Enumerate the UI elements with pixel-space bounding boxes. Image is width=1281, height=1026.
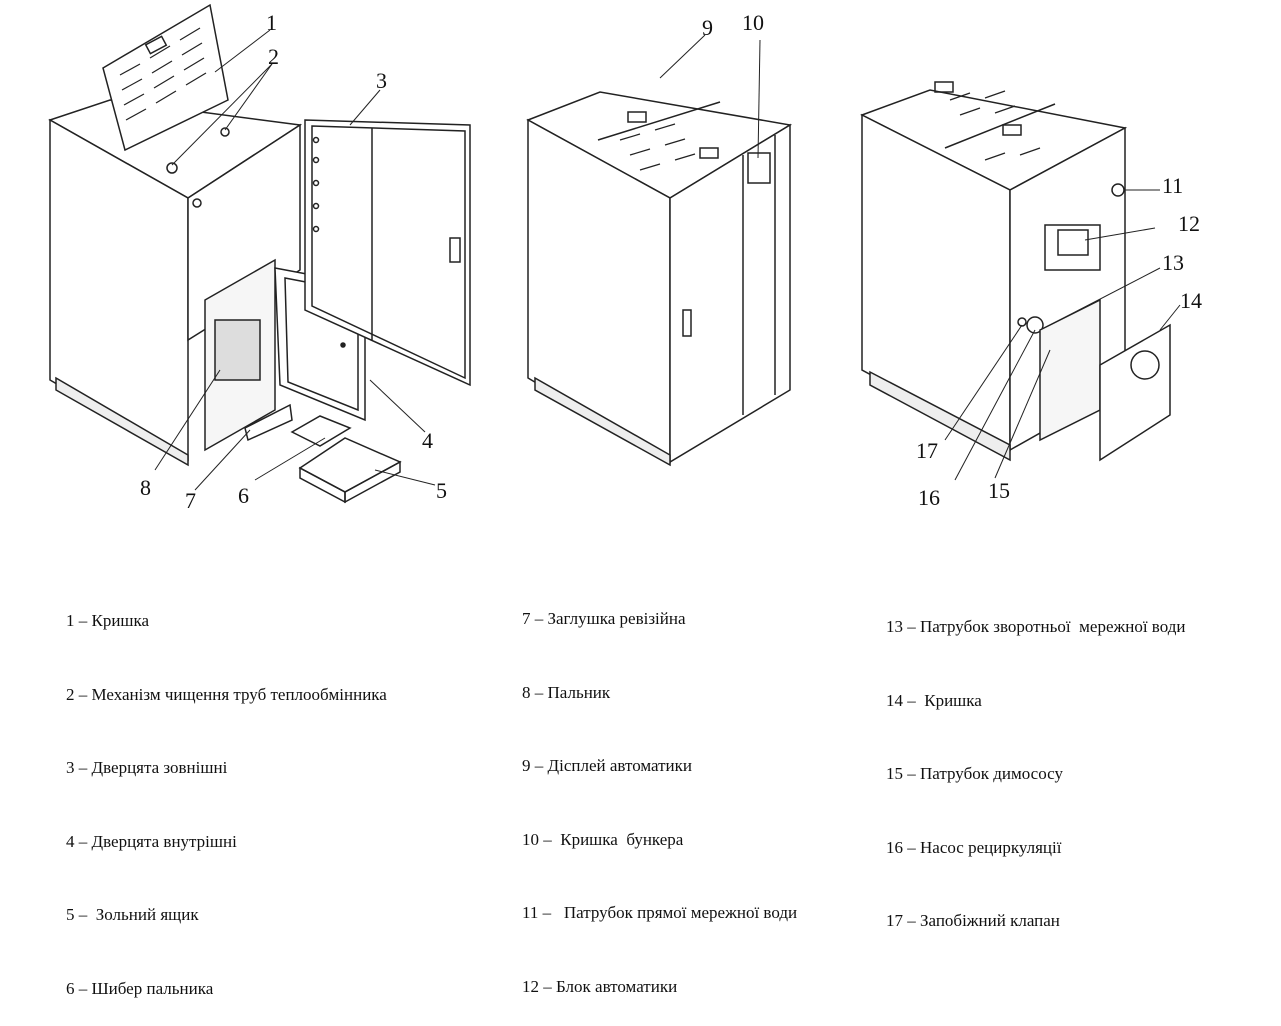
callout-4: 4 [422, 428, 433, 453]
callout-2: 2 [268, 44, 279, 69]
legend-item: 6 – Шибер пальника [66, 978, 214, 998]
legend-item: 17 – Запобіжний клапан [886, 911, 1060, 930]
callout-3: 3 [376, 68, 387, 93]
callout-15: 15 [988, 478, 1010, 503]
burner-damper [290, 415, 352, 447]
legend-column-3: 13 – Патрубок зворотньої мережної води 1… [886, 566, 1185, 958]
legend-item: 15 – Патрубок димососу [886, 764, 1063, 783]
callout-10: 10 [742, 10, 764, 35]
legend-item: 11 – Патрубок прямої мережної води [522, 903, 798, 922]
callout-11: 11 [1162, 173, 1184, 198]
boiler-front-view [526, 34, 793, 467]
callout-8: 8 [140, 475, 151, 500]
lid [102, 3, 229, 152]
outer-door [304, 119, 471, 387]
boiler-open-view [48, 3, 471, 504]
callout-9: 9 [702, 15, 713, 40]
legend-item: 13 – Патрубок зворотньої мережної води [886, 617, 1186, 636]
callout-12: 12 [1178, 211, 1200, 236]
legend-item: 8 – Пальник [522, 682, 611, 702]
rear-cover [1099, 323, 1171, 462]
automatic-display [747, 152, 771, 184]
callout-16: 16 [918, 485, 940, 510]
ash-box [298, 437, 402, 493]
legend-column-2: 7 – Заглушка ревізійна 8 – Пальник 9 – Д… [522, 558, 797, 1024]
callout-13: 13 [1162, 250, 1184, 275]
callout-5: 5 [436, 478, 447, 503]
legend-column-1: 1 – Кришка 2 – Механізм чищення труб теп… [66, 560, 387, 1026]
callout-6: 6 [238, 483, 249, 508]
callout-7: 7 [185, 488, 196, 513]
automation-block [1044, 224, 1101, 271]
legend-item: 2 – Механізм чищення труб теплообмінника [66, 684, 387, 704]
callout-1: 1 [266, 10, 277, 35]
boiler-drawings [48, 3, 1181, 504]
legend-item: 5 – Зольний ящик [66, 905, 199, 924]
legend-item: 4 – Дверцята внутрішні [66, 831, 237, 851]
legend-item: 16 – Насос рециркуляції [886, 837, 1062, 857]
legend-item: 7 – Заглушка ревізійна [522, 609, 686, 628]
legend-item: 14 – Кришка [886, 690, 982, 710]
legend-item: 9 – Дісплей автоматики [522, 756, 692, 775]
legend-item: 10 – Кришка бункера [522, 829, 684, 849]
legend-item: 1 – Кришка [66, 611, 150, 630]
legend-item: 12 – Блок автоматики [522, 976, 678, 996]
callout-17: 17 [916, 438, 938, 463]
legend-item: 3 – Дверцята зовнішні [66, 758, 228, 777]
boiler-rear-view [860, 81, 1181, 481]
callout-14: 14 [1180, 288, 1202, 313]
